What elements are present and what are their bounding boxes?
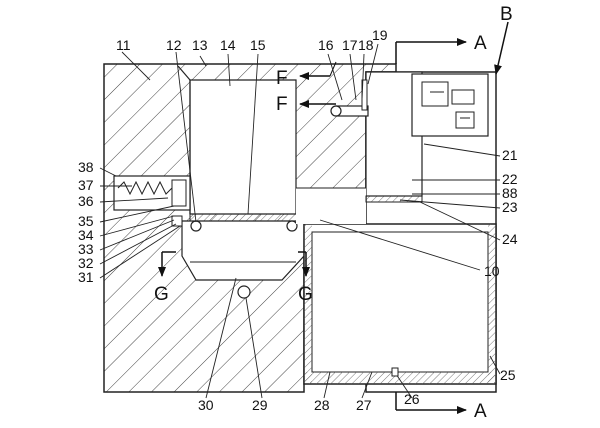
arrow-marker-f-upper: F <box>276 68 288 89</box>
part-label-35: 35 <box>78 213 94 229</box>
collection-cavity <box>181 220 305 281</box>
section-marker-a-bottom: A <box>474 401 487 422</box>
part-label-12: 12 <box>166 37 182 53</box>
part-label-10: 10 <box>484 263 500 279</box>
part-label-14: 14 <box>220 37 236 53</box>
part-label-11: 11 <box>116 37 131 53</box>
part-label-25: 25 <box>500 367 516 383</box>
part-label-33: 33 <box>78 241 94 257</box>
part-label-30: 30 <box>198 397 214 413</box>
part-label-26: 26 <box>404 391 420 407</box>
sloped-channel <box>296 188 366 224</box>
part-label-16: 16 <box>318 37 334 53</box>
part-label-21: 21 <box>502 147 518 163</box>
part-label-19: 19 <box>372 27 388 43</box>
tank-inner <box>311 231 489 373</box>
arrow-marker-g-left: G <box>154 284 169 305</box>
part-label-24: 24 <box>502 231 518 247</box>
part-label-38: 38 <box>78 159 94 175</box>
part-label-88: 88 <box>502 185 518 201</box>
part-label-32: 32 <box>78 255 94 271</box>
part-label-29: 29 <box>252 397 268 413</box>
leader-lines <box>99 43 501 399</box>
part-label-15: 15 <box>250 37 266 53</box>
part-label-28: 28 <box>314 397 330 413</box>
arrow-marker-f-lower: F <box>276 94 288 115</box>
part-label-37: 37 <box>78 177 94 193</box>
part-label-22: 22 <box>502 171 518 187</box>
shelf-plate <box>365 195 423 203</box>
section-marker-a-top: A <box>474 33 487 54</box>
control-box <box>411 73 489 137</box>
detail-marker-b: B <box>500 4 513 25</box>
part-label-34: 34 <box>78 227 94 243</box>
part-label-17: 17 <box>342 37 358 53</box>
filter-screen <box>189 213 299 222</box>
part-label-31: 31 <box>78 269 94 285</box>
part-label-27: 27 <box>356 397 372 413</box>
outlet-ball <box>237 285 251 299</box>
detail-b-arrow <box>494 21 509 75</box>
part-label-23: 23 <box>502 199 518 215</box>
part-label-18: 18 <box>358 37 374 53</box>
roller-right <box>286 220 298 232</box>
arrow-marker-g-right: G <box>298 284 313 305</box>
part-label-13: 13 <box>192 37 208 53</box>
part-label-36: 36 <box>78 193 94 209</box>
roller-left <box>190 220 202 232</box>
